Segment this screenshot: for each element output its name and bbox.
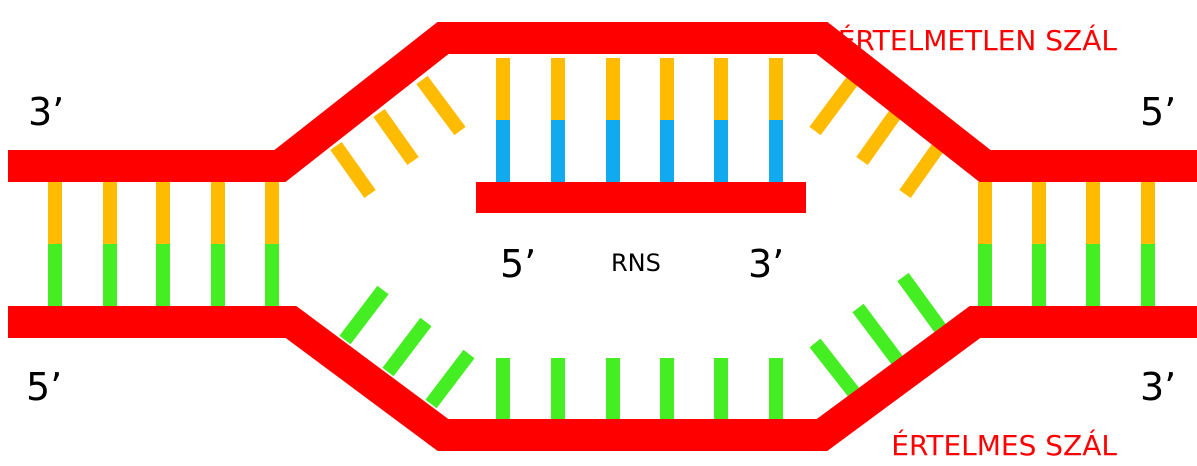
rna-3-end-label: 3’ — [748, 242, 784, 286]
top-right-end-label: 5’ — [1140, 90, 1176, 134]
antisense-strand — [8, 22, 1197, 182]
base-pairs — [48, 58, 1155, 420]
antisense-base — [373, 108, 419, 166]
sense-base — [382, 317, 432, 377]
bottom-right-end-label: 3’ — [1140, 365, 1176, 409]
sense-base — [897, 272, 946, 333]
bottom-left-end-label: 5’ — [26, 365, 62, 409]
antisense-base — [856, 108, 902, 166]
rna-strand — [476, 182, 806, 213]
sense-base — [809, 338, 861, 399]
sense-base — [339, 285, 389, 345]
antisense-strand-label: ÉRTELMETLEN SZÁL — [838, 23, 1118, 57]
sense-strand-label: ÉRTELMES SZÁL — [891, 428, 1117, 462]
sense-strand — [8, 306, 1197, 451]
rna-5-end-label: 5’ — [500, 242, 536, 286]
antisense-base — [330, 141, 376, 199]
rna-label: RNS — [611, 249, 661, 277]
sense-base — [425, 349, 475, 409]
antisense-base — [809, 75, 859, 136]
antisense-base — [899, 141, 945, 199]
top-left-end-label: 3’ — [28, 90, 64, 134]
sense-base — [852, 303, 903, 365]
antisense-base — [416, 75, 466, 136]
